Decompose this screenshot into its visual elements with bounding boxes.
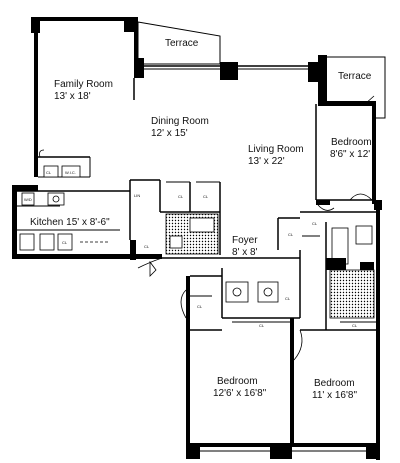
terrace-right-label: Terrace (338, 71, 372, 82)
closet-label: CL (288, 232, 294, 237)
closet-label: CL (259, 323, 265, 328)
interior-walls (17, 78, 376, 443)
room-size: 13' x 22' (248, 156, 285, 167)
room-living: Living Room 13' x 22' (248, 144, 304, 167)
room-name: Living Room (248, 144, 304, 155)
room-bedroom-left: Bedroom 12'6' x 16'8" (213, 376, 267, 399)
room-size: 11' x 16'8" (312, 390, 357, 401)
closet-label: CL (352, 323, 358, 328)
room-size: 13' x 18' (54, 91, 91, 102)
room-kitchen: Kitchen 15' x 8'-6" (30, 217, 110, 228)
room-name: Bedroom (314, 378, 355, 389)
exterior-walls (12, 17, 382, 460)
room-family: Family Room 13' x 18' (54, 79, 113, 102)
closet-label: CL (285, 296, 291, 301)
closet-label: CL (197, 304, 203, 309)
closet-label: CL (312, 221, 318, 226)
room-name: Bedroom (217, 376, 258, 387)
closet-label: CL (203, 194, 209, 199)
terrace-right (325, 56, 386, 119)
closet-label: CL (178, 194, 184, 199)
room-size: 8'6" x 12' (330, 149, 370, 160)
room-name: Family Room (54, 79, 113, 90)
closet-label-wic: W.I.C. (65, 170, 76, 175)
room-size: 12'6' x 16'8" (213, 388, 267, 399)
room-name: Foyer (232, 235, 258, 246)
room-name: Kitchen 15' x 8'-6" (30, 217, 110, 228)
room-name: Dining Room (151, 116, 209, 127)
room-foyer: Foyer 8' x 8' (232, 235, 258, 258)
room-dining: Dining Room 12' x 15' (151, 116, 209, 139)
terrace-top-label: Terrace (165, 38, 199, 49)
room-size: 8' x 8' (232, 247, 258, 258)
closet-label: CL (144, 244, 150, 249)
room-name: Bedroom (331, 137, 372, 148)
closet-label-lin: LIN (134, 193, 140, 198)
room-size: 12' x 15' (151, 128, 188, 139)
room-bedroom-small: Bedroom 8'6" x 12' (330, 137, 372, 160)
closet-label-wd: W/D (24, 197, 32, 202)
closet-label: CL (46, 170, 52, 175)
closet-label: CL (62, 240, 68, 245)
room-bedroom-right: Bedroom 11' x 16'8" (312, 378, 357, 401)
